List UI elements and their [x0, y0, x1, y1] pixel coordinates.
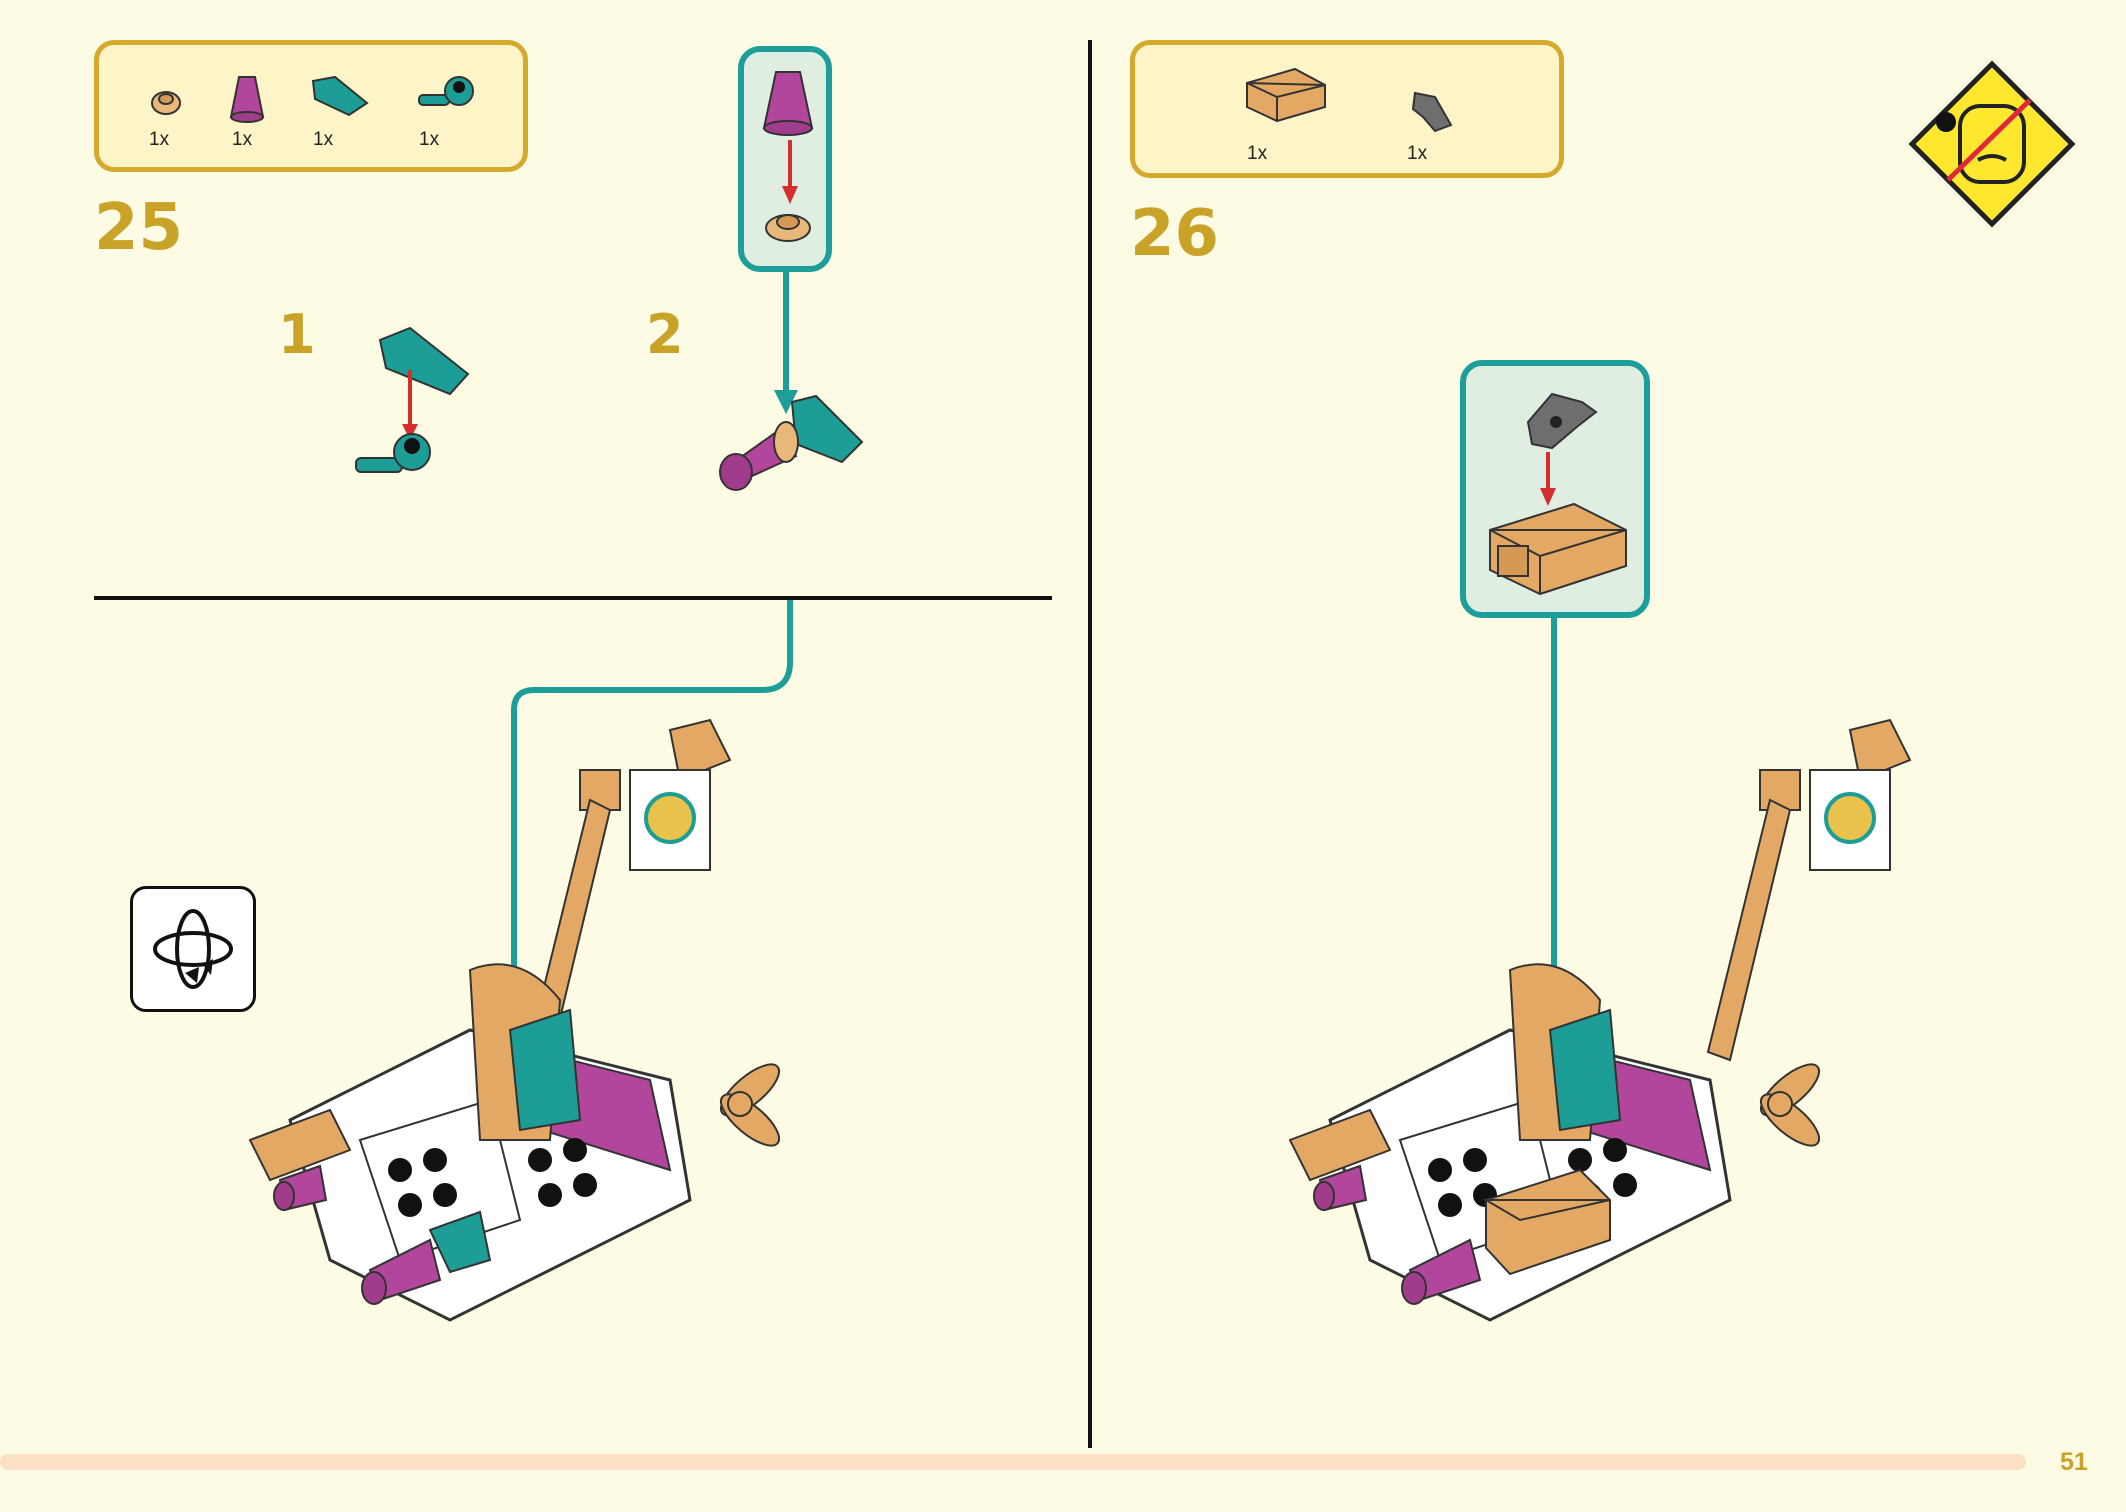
page-number: 51 — [2060, 1448, 2088, 1476]
part-qty: 1x — [419, 129, 440, 150]
insert-arrow-icon — [782, 140, 798, 204]
step25-parts-box: 1x 1x 1x 1x — [94, 40, 528, 172]
choking-hazard-icon — [1908, 60, 2076, 228]
part-qty: 1x — [149, 129, 170, 150]
insert-arrow-icon — [1540, 452, 1556, 506]
step26-number: 26 — [1130, 197, 1220, 271]
part-qty: 1x — [1407, 143, 1428, 164]
page-divider — [1088, 40, 1092, 1448]
bar-clip-teal-icon — [418, 76, 474, 106]
round-plate-tan-icon — [765, 214, 811, 242]
part-qty: 1x — [1247, 143, 1268, 164]
wedge-teal-icon — [311, 75, 369, 117]
brick-tan-icon — [1246, 67, 1326, 123]
clip-gray-icon — [1411, 91, 1453, 133]
callout-connector — [774, 270, 798, 414]
round-plate-tan-icon — [151, 91, 181, 115]
step26-model-illustration — [1288, 718, 1912, 1322]
substep-1-number: 1 — [278, 303, 316, 366]
cone-magenta-icon — [229, 76, 265, 123]
rotate-model-icon — [130, 886, 256, 1012]
section-divider — [94, 596, 1052, 600]
clip-gray-icon — [1526, 392, 1598, 450]
substep-2-number: 2 — [646, 303, 684, 366]
substep-2-illustration — [718, 394, 864, 491]
step25-number: 25 — [94, 191, 184, 265]
cone-magenta-icon — [762, 71, 814, 136]
part-qty: 1x — [232, 129, 253, 150]
brick-tan-icon — [1489, 502, 1627, 596]
substep-2-callout — [738, 46, 832, 272]
footer-bar — [0, 1454, 2026, 1470]
step26-callout — [1460, 360, 1650, 618]
part-qty: 1x — [313, 129, 334, 150]
substep-1-illustration — [355, 326, 470, 473]
step26-parts-box: 1x 1x — [1130, 40, 1564, 178]
step25-model-illustration — [248, 718, 781, 1322]
